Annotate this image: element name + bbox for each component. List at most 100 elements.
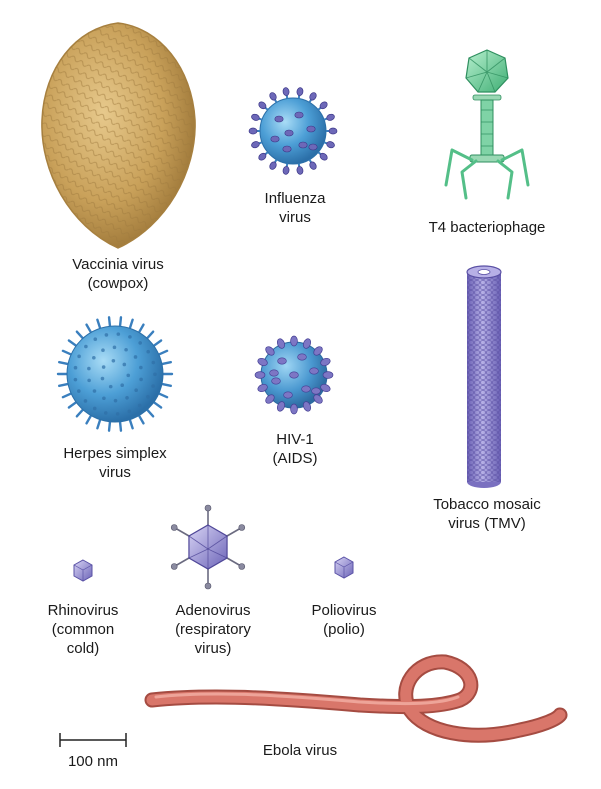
herpes-label: Herpes simplex virus: [45, 444, 185, 482]
influenza-spike-knob: [296, 87, 304, 96]
herpes-surface-dot: [87, 378, 91, 383]
herpes-surface-dot: [77, 354, 81, 359]
influenza-surface-knob: [306, 125, 316, 133]
hiv-knob: [320, 383, 331, 393]
influenza-spike-knob: [251, 113, 260, 121]
hiv-knob: [276, 401, 286, 412]
influenza-label-line: Influenza: [264, 190, 326, 207]
influenza-label: Influenza virus: [245, 189, 345, 227]
influenza-envelope: [259, 97, 327, 165]
herpes-surface-dot: [139, 377, 143, 382]
hiv-surface-knob: [269, 369, 279, 377]
herpes-surface-dot: [101, 365, 106, 369]
tmv-label-line: virus (TMV): [448, 515, 526, 532]
hiv-knob: [254, 371, 266, 379]
hiv-knob: [290, 403, 298, 415]
adenovirus-fiber-knob: [238, 563, 246, 570]
influenza-surface-knob: [274, 115, 284, 123]
influenza-spike-knob: [319, 101, 328, 110]
hiv-knob: [322, 371, 334, 379]
tmv-label-line: Tobacco mosaic: [433, 496, 541, 513]
rhinovirus-label-line: (common: [51, 621, 115, 638]
adenovirus-label-line: Adenovirus: [175, 602, 251, 619]
hiv-label-line: HIV-1: [276, 431, 314, 448]
herpes-surface-dot: [153, 372, 157, 377]
hiv-knob: [265, 394, 275, 404]
herpes-surface-dot: [73, 365, 78, 370]
herpes-surface-dot: [115, 412, 120, 416]
vaccinia-label-line: Vaccinia virus: [72, 256, 164, 273]
rhinovirus-label-line: cold): [66, 640, 100, 657]
herpes-surface-dot: [102, 396, 106, 401]
herpes-surface-dot: [134, 388, 138, 393]
herpes-surface-dot: [137, 403, 142, 408]
influenza-spike-knob: [282, 87, 290, 96]
adenovirus-illustration: [170, 504, 246, 590]
hiv-knob: [302, 338, 312, 349]
influenza-spike-knob: [251, 141, 260, 149]
herpes-surface-dot: [124, 347, 128, 352]
herpes-surface-dot: [73, 377, 78, 382]
herpes-surface-dot: [146, 349, 151, 354]
t4-label: T4 bacteriophage: [412, 218, 562, 237]
influenza-surface-knob: [298, 141, 308, 149]
influenza-spike-knob: [269, 161, 277, 170]
hiv-knob: [276, 338, 286, 349]
herpes-surface-dot: [83, 399, 88, 403]
influenza-spike-knob: [326, 141, 335, 149]
adenovirus-label: Adenovirus (respiratory virus): [153, 601, 273, 658]
rhinovirus-label: Rhinovirus (common cold): [33, 601, 133, 658]
herpes-surface-dot: [111, 358, 116, 363]
herpes-surface-dot: [125, 395, 129, 400]
influenza-surface-knob: [308, 143, 318, 151]
adenovirus-fiber-knob: [170, 524, 178, 531]
adenovirus-facet-edge: [188, 548, 209, 559]
rhinovirus-illustration: [73, 559, 93, 582]
hiv-surface-knob: [309, 367, 319, 375]
hiv-surface-knob: [271, 377, 281, 385]
influenza-spike-knob: [326, 113, 335, 121]
herpes-simplex-virus-illustration: [56, 316, 174, 432]
influenza-spike-knob: [309, 92, 317, 101]
herpes-surface-dot: [101, 348, 105, 353]
influenza-spike-knob: [258, 101, 267, 110]
hiv-surface-knob: [311, 387, 321, 395]
herpes-surface-dot: [120, 383, 125, 388]
herpes-surface-dot: [108, 384, 113, 389]
herpes-envelope: [66, 325, 164, 423]
ebola-label-line: Ebola virus: [262, 742, 338, 759]
hiv-surface-knob: [277, 357, 287, 365]
poliovirus-label-line: (polio): [323, 621, 365, 638]
herpes-surface-dot: [92, 355, 96, 360]
adenovirus-fiber-knob: [238, 524, 246, 531]
herpes-surface-dot: [87, 366, 91, 371]
hiv-knob: [302, 401, 312, 412]
vaccinia-label-line: (cowpox): [87, 275, 149, 292]
poliovirus-label-line: Poliovirus: [311, 602, 377, 619]
hiv-surface-knob: [297, 353, 307, 361]
herpes-surface-dot: [84, 344, 88, 349]
herpes-surface-dot: [93, 337, 98, 341]
influenza-spike-knob: [319, 152, 328, 161]
influenza-spike-knob: [309, 161, 317, 170]
hiv-label-line: (AIDS): [272, 450, 318, 467]
herpes-label-line: virus: [99, 464, 131, 481]
adenovirus-fiber-knob: [204, 504, 212, 512]
influenza-label-line: virus: [279, 209, 311, 226]
t4-bacteriophage-illustration: [444, 49, 530, 200]
influenza-spike-knob: [282, 166, 290, 175]
hiv-knob: [313, 394, 323, 404]
herpes-surface-dot: [133, 355, 138, 359]
herpes-surface-dot: [100, 376, 105, 381]
herpes-label-line: Herpes simplex: [63, 445, 167, 462]
hiv-label: HIV-1 (AIDS): [245, 430, 345, 468]
herpes-surface-dot: [138, 341, 142, 345]
hiv-surface-knob: [283, 391, 293, 399]
influenza-virus-illustration: [248, 87, 338, 175]
influenza-spike-knob: [296, 166, 304, 175]
herpes-surface-dot: [104, 333, 109, 337]
herpes-surface-dot: [127, 409, 132, 414]
adenovirus-facet-edge: [188, 535, 209, 550]
herpes-surface-dot: [116, 332, 121, 336]
